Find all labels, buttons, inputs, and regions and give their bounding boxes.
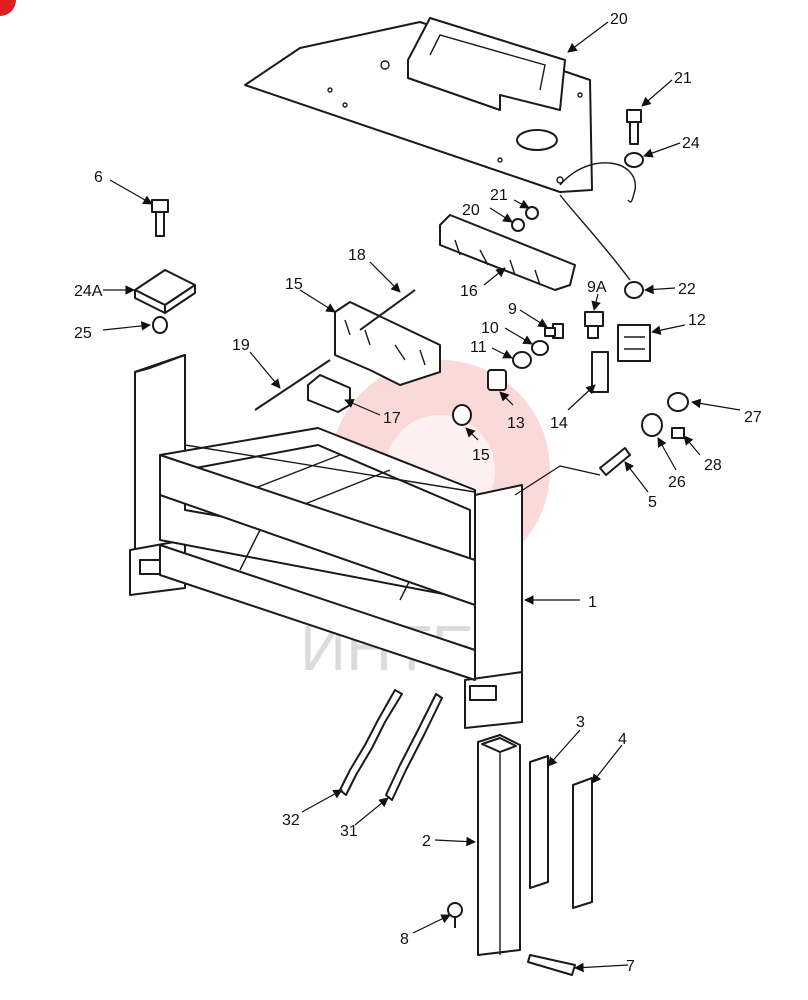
part-nut-22 [525,206,539,220]
part-plate-14 [591,351,609,393]
part-nut-25 [624,152,644,168]
callout-29: 27 [744,409,762,426]
part-screw-30 [671,427,685,439]
part-main-frame [129,354,523,729]
part-block-18 [307,374,351,413]
callout-5: 5 [648,494,657,511]
callout-28: 26 [668,474,686,491]
part-plate-12 [617,324,651,362]
part-chain-32 [339,689,403,796]
part-strip-3 [529,755,549,889]
part-screw-9 [544,323,564,339]
callout-30: 28 [704,457,722,474]
part-bolt-24 [626,109,642,145]
corner-logo-icon [0,0,16,16]
callout-1: 1 [588,594,597,611]
callout-27: 25 [74,325,92,342]
callout-32: 32 [282,812,300,829]
part-bolt-20 [254,359,331,411]
part-strip-4 [572,777,593,909]
part-top-plate [244,17,593,193]
part-pad-26 [134,269,196,314]
callout-20: 19 [232,337,250,354]
callout-14: 14 [550,415,568,432]
part-square-13 [487,369,507,391]
callout-labels: 20 21 24 22 6 24A 25 18 15 16 19 17 20 2… [74,11,762,975]
part-nut-24a [624,281,644,299]
part-pin-7 [527,954,576,976]
callout-16: 15 [285,276,303,293]
part-clamp-17 [439,214,576,291]
callout-13: 13 [507,415,525,432]
callout-26: 24A [74,283,103,300]
callout-23: 20 [610,11,628,28]
part-bolt-19 [359,289,416,331]
part-washer-21 [511,218,525,232]
callout-2: 2 [422,833,431,850]
part-bolt-6 [151,199,169,237]
callout-7: 7 [626,958,635,975]
callout-9: 9 [508,301,517,318]
callout-11: 11 [470,339,487,356]
part-spacer-27 [152,316,168,334]
part-washer-10 [531,340,549,356]
callout-4: 4 [618,731,627,748]
part-fitting-28 [641,413,663,437]
part-chain-31 [385,693,443,801]
part-bracket-16 [334,301,441,386]
callout-22: 21 [490,187,508,204]
part-leg-2 [477,734,521,956]
callout-24a: 22 [678,281,696,298]
callout-9a: 9A [587,279,607,296]
callout-17: 16 [460,283,478,300]
callout-15: 15 [472,447,490,464]
leader-lines [102,21,741,973]
callout-12: 12 [688,312,706,329]
callout-25: 24 [682,135,700,152]
callout-6: 6 [94,169,103,186]
callout-10: 10 [481,320,499,337]
part-washer-11 [512,351,532,369]
part-nut-15 [452,404,472,426]
callout-24: 21 [674,70,692,87]
callout-3: 3 [576,714,585,731]
callout-18: 17 [383,410,401,427]
part-ring-8 [447,902,463,928]
part-fitting-29 [667,392,689,412]
part-screw-9a [584,311,604,339]
callout-21: 20 [462,202,480,219]
callout-19: 18 [348,247,366,264]
part-pin-5 [599,447,631,476]
callout-31: 31 [340,823,358,840]
callout-8: 8 [400,931,409,948]
